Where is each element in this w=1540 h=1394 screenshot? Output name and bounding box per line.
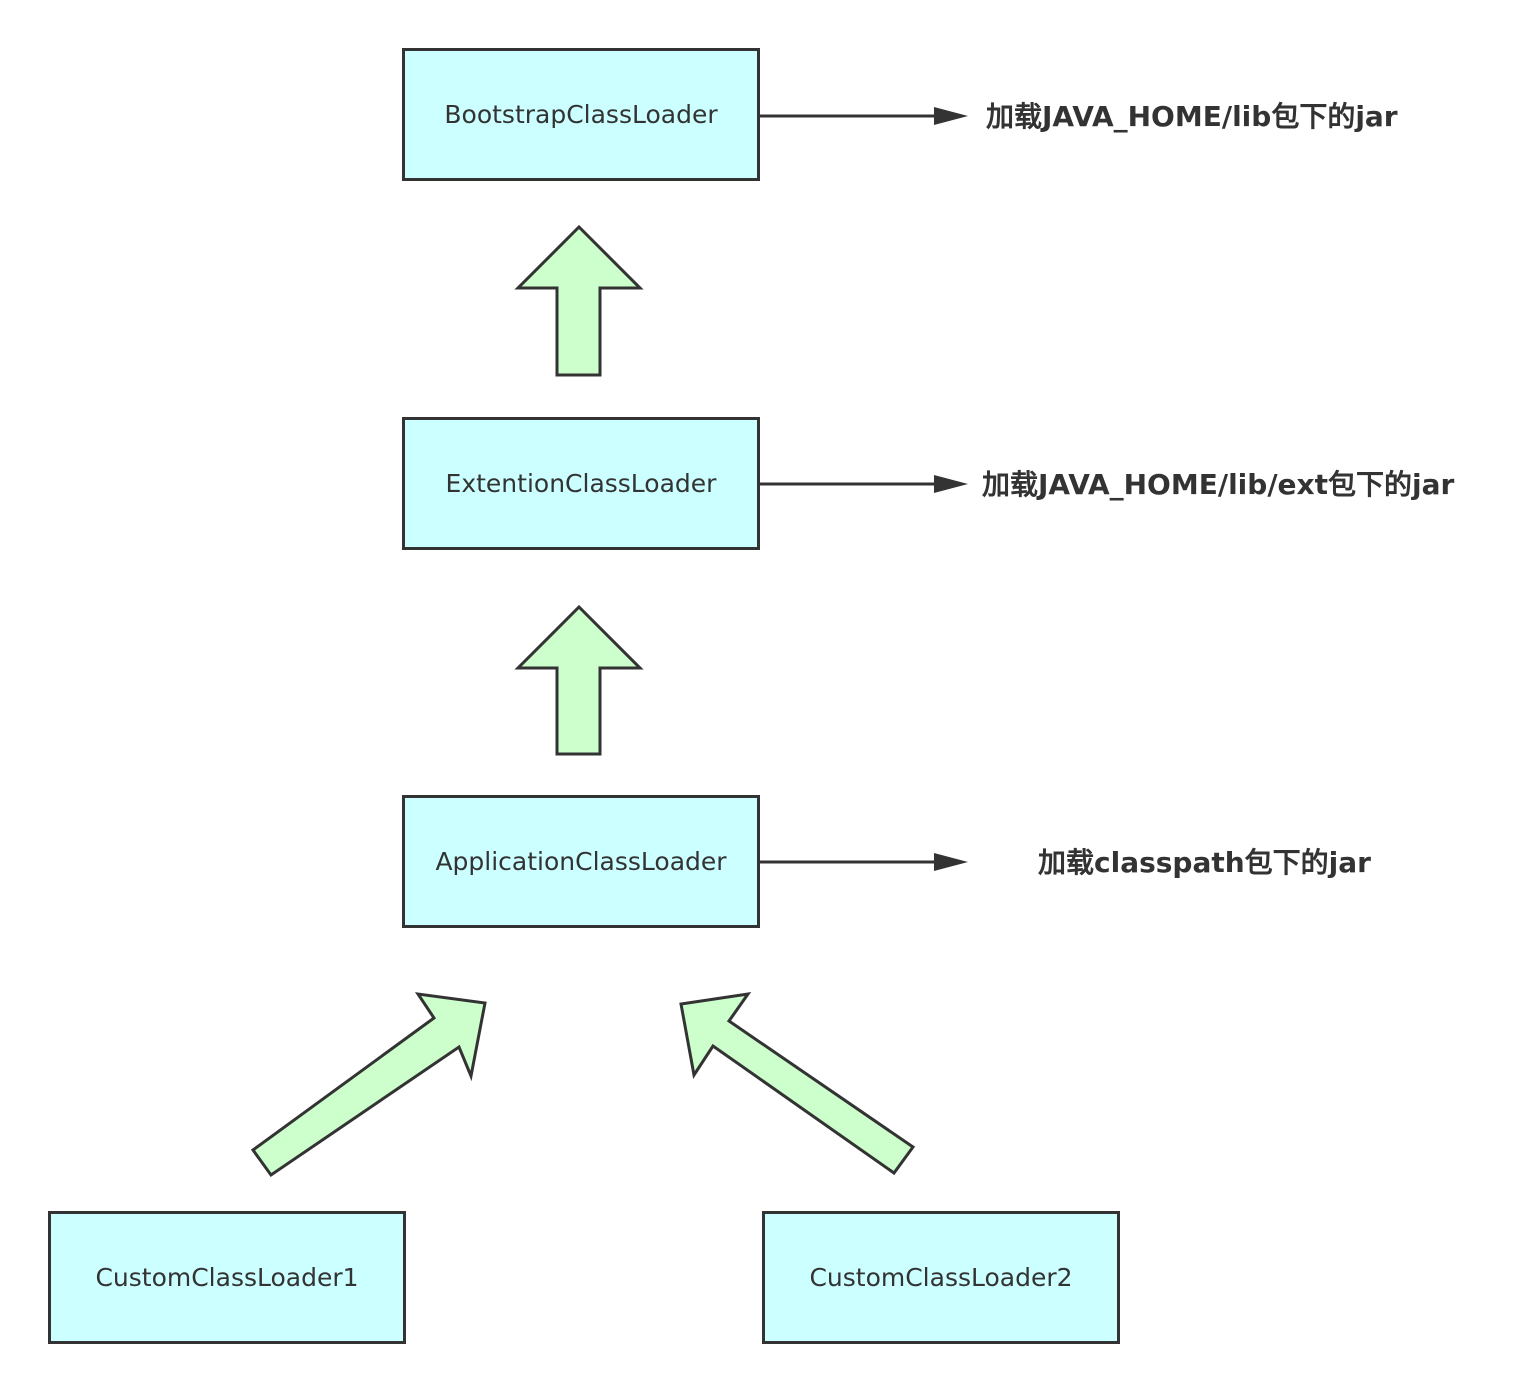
node-bootstrap-classloader: BootstrapClassLoader: [402, 48, 760, 181]
block-arrow-extension-to-bootstrap: [514, 224, 644, 377]
note-extension-loads: 加载JAVA_HOME/lib/ext包下的jar: [982, 468, 1455, 501]
node-custom-classloader-1: CustomClassLoader1: [48, 1211, 406, 1344]
connector-arrowhead-bootstrap: [934, 107, 968, 125]
node-application-classloader: ApplicationClassLoader: [402, 795, 760, 928]
block-arrow-application-to-extension: [514, 604, 644, 756]
block-arrow-custom2-to-application: [679, 991, 916, 1176]
connector-arrowhead-application: [934, 853, 968, 871]
node-custom-classloader-2: CustomClassLoader2: [762, 1211, 1120, 1344]
block-arrow-custom1-to-application: [250, 992, 487, 1178]
connector-arrowhead-extension: [934, 475, 968, 493]
note-application-loads: 加载classpath包下的jar: [1038, 846, 1371, 879]
note-bootstrap-loads: 加载JAVA_HOME/lib包下的jar: [986, 100, 1398, 133]
node-extension-classloader: ExtentionClassLoader: [402, 417, 760, 550]
